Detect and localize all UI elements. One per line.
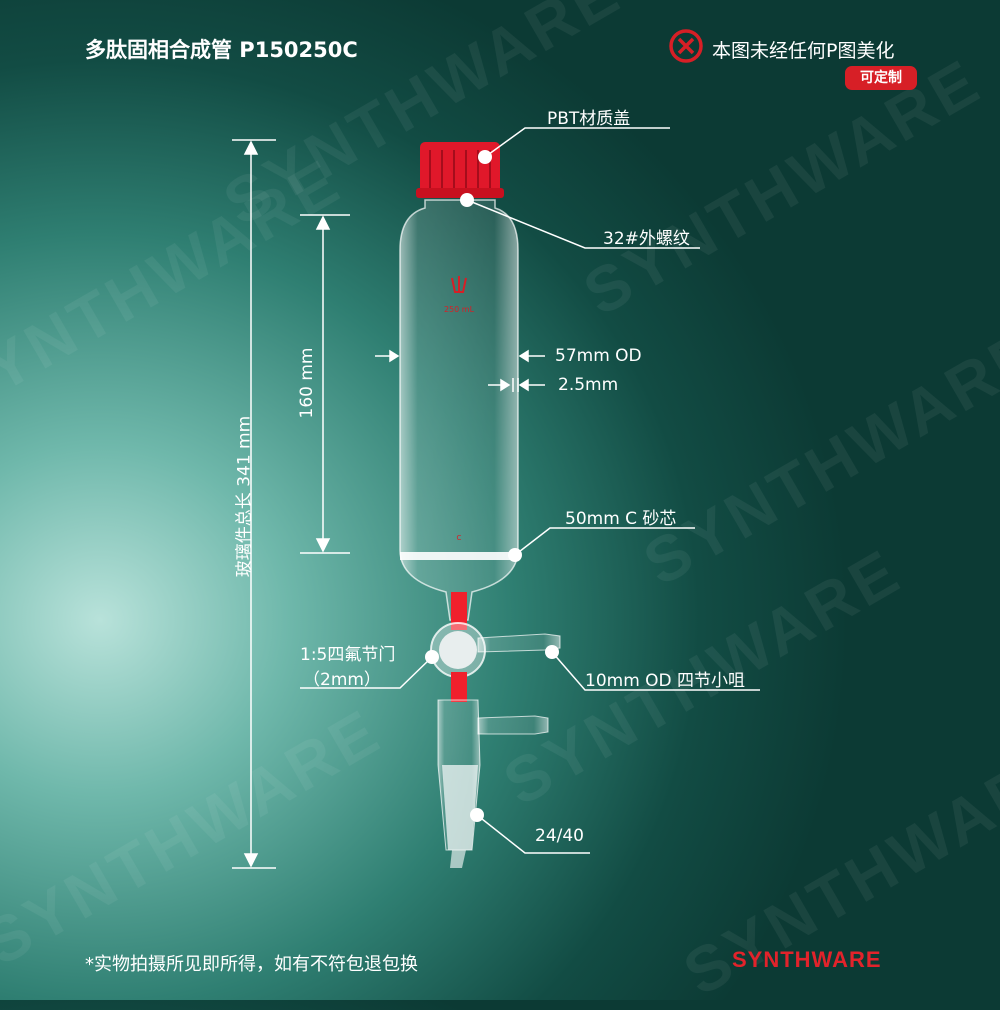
product-title: 多肽固相合成管 P150250C: [85, 38, 358, 62]
brand-logo: SYNTHWARE: [732, 947, 882, 972]
frit-disc: [400, 552, 518, 560]
no-retouch-notice: 本图未经任何P图美化: [712, 40, 895, 62]
hose-barb-upper: [477, 633, 561, 653]
cap-callout: PBT材质盖: [547, 109, 631, 129]
customizable-badge: 可定制: [845, 66, 917, 90]
hose-callout: 10mm OD 四节小咀: [585, 671, 746, 691]
thread-callout: 32#外螺纹: [603, 229, 690, 249]
ground-joint: [442, 765, 478, 850]
hose-barb-lower: [477, 715, 549, 735]
frit-grade-mark: C: [457, 534, 462, 542]
reservoir-body: [399, 199, 519, 621]
stopcock-callout: 1:5四氟节门: [300, 645, 396, 665]
x-circle-icon: [669, 29, 703, 63]
logo-mark-icon: [451, 276, 467, 293]
body-length-dimension: [300, 214, 350, 554]
pbt-cap: [416, 142, 504, 198]
total-length-dimension: [232, 139, 276, 869]
total-length-label: 玻璃件总长 341 mm: [234, 415, 255, 578]
stopcock-bore-callout: （2mm）: [303, 670, 381, 690]
wall-thickness-label: 2.5mm: [558, 375, 619, 395]
body-length-label: 160 mm: [297, 347, 317, 419]
volume-mark: 250 mL: [444, 305, 475, 314]
frit-callout: 50mm C 砂芯: [565, 509, 677, 529]
od-label: 57mm OD: [555, 346, 642, 366]
footnote: *实物拍摄所见即所得，如有不符包退包换: [85, 954, 418, 975]
joint-callout: 24/40: [535, 826, 584, 846]
